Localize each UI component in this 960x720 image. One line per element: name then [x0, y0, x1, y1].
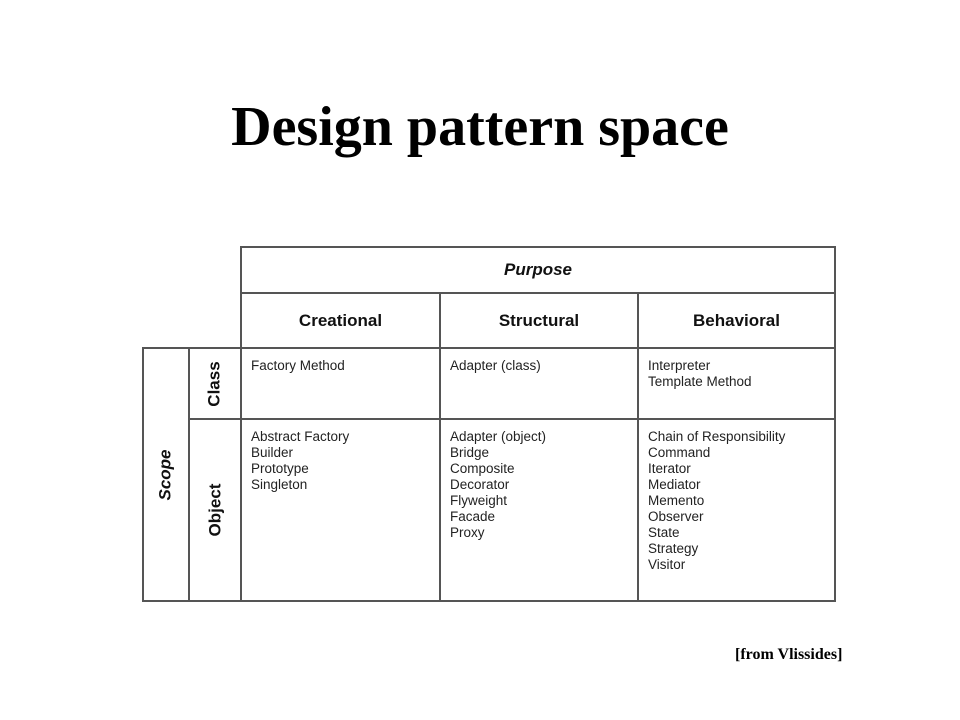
- pattern-item: Interpreter: [648, 358, 711, 373]
- row-header-label: Class: [205, 360, 224, 407]
- pattern-item: Abstract Factory: [251, 429, 350, 444]
- pattern-item: Facade: [450, 509, 496, 524]
- pattern-item: Memento: [648, 493, 705, 508]
- purpose-label: Purpose: [503, 260, 573, 279]
- pattern-item: Adapter (object): [450, 429, 547, 444]
- pattern-item: Singleton: [251, 477, 308, 492]
- pattern-item: Decorator: [450, 477, 510, 492]
- column-header-label: Structural: [498, 310, 580, 330]
- pattern-item: Builder: [251, 445, 294, 460]
- column-header-structural: Structural: [439, 292, 639, 349]
- pattern-item: State: [648, 525, 680, 540]
- pattern-item: Strategy: [648, 541, 699, 556]
- column-header-creational: Creational: [240, 292, 441, 349]
- pattern-item: Chain of Responsibility: [648, 429, 786, 444]
- column-header-label: Behavioral: [693, 310, 780, 330]
- pattern-item: Factory Method: [251, 358, 345, 373]
- purpose-header: Purpose: [240, 246, 836, 294]
- column-header-label: Creational: [298, 310, 383, 330]
- column-header-behavioral: Behavioral: [637, 292, 836, 349]
- pattern-item: Mediator: [648, 477, 701, 492]
- pattern-item: Prototype: [251, 461, 309, 476]
- cell-class-creational: Factory Method: [240, 347, 441, 420]
- pattern-item: Proxy: [450, 525, 485, 540]
- pattern-item: Iterator: [648, 461, 691, 476]
- scope-label: Scope: [156, 448, 175, 501]
- pattern-list: Factory Method: [242, 349, 439, 374]
- scope-header: Scope: [142, 347, 190, 602]
- pattern-item: Template Method: [648, 374, 752, 389]
- pattern-item: Observer: [648, 509, 704, 524]
- pattern-item: Bridge: [450, 445, 490, 460]
- slide-title: Design pattern space: [231, 96, 729, 158]
- pattern-list: Adapter (class): [441, 349, 637, 374]
- pattern-item: Flyweight: [450, 493, 508, 508]
- cell-class-structural: Adapter (class): [439, 347, 639, 420]
- row-header-label: Object: [205, 483, 224, 537]
- pattern-item: Visitor: [648, 557, 686, 572]
- source-note: [from Vlissides]: [735, 646, 843, 663]
- row-header-class: Class: [188, 347, 242, 420]
- row-header-object: Object: [188, 418, 242, 602]
- pattern-item: Adapter (class): [450, 358, 541, 373]
- pattern-item: Command: [648, 445, 711, 460]
- pattern-item: Composite: [450, 461, 515, 476]
